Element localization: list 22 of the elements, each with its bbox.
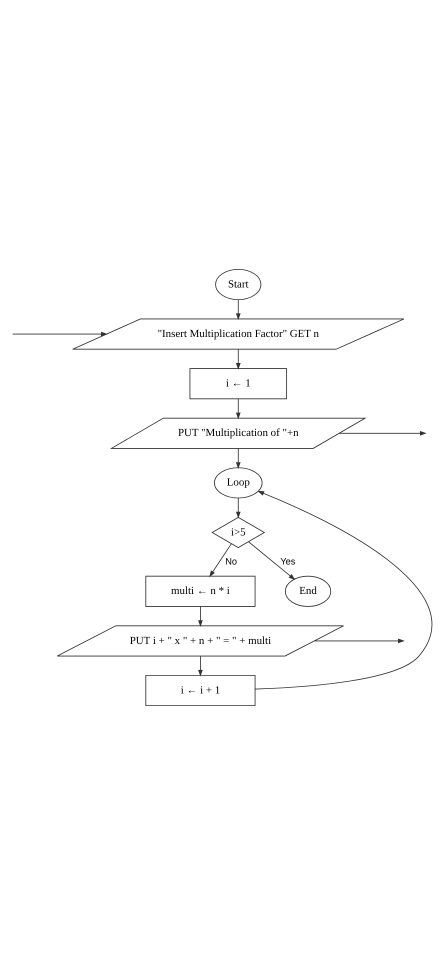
arrow xyxy=(254,490,432,689)
arrow xyxy=(236,298,241,320)
node-ellipse: End xyxy=(284,575,332,606)
arrow xyxy=(314,638,405,643)
arrow xyxy=(338,430,427,436)
node-box: i ← 1 xyxy=(190,368,288,399)
arrow xyxy=(236,448,241,468)
edge-label: No xyxy=(225,556,238,566)
arrow xyxy=(236,398,241,419)
node-diamond: i>5 xyxy=(211,516,266,548)
arrow xyxy=(248,540,296,580)
node-ellipse: Start xyxy=(215,268,262,300)
node-ellipse: Loop xyxy=(214,466,263,498)
edge-label: Yes xyxy=(280,556,296,566)
arrow xyxy=(12,331,108,336)
arrow xyxy=(209,542,232,577)
node-box: multi ← n * i xyxy=(145,575,256,606)
arrow xyxy=(236,348,241,370)
arrow xyxy=(198,606,203,626)
node-box: i ← i + 1 xyxy=(145,674,256,706)
arrow xyxy=(236,497,241,518)
arrow xyxy=(198,655,203,676)
